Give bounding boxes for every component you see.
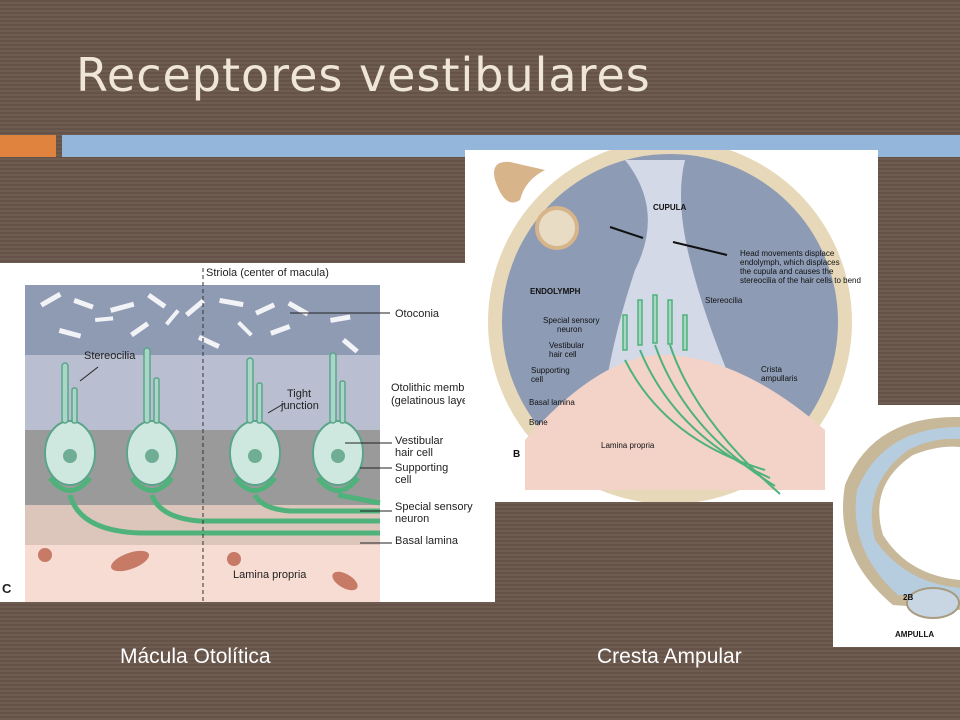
arrow-left — [609, 226, 644, 239]
label-basal-lamina: Basal lamina — [529, 398, 575, 407]
hair-cells — [44, 420, 364, 486]
sensory-neurons — [48, 476, 381, 536]
canal-tube — [494, 161, 545, 203]
label-ampullaris: ampullaris — [761, 374, 797, 383]
label-special-sensory: Special sensory — [395, 501, 473, 513]
label-endolymph: ENDOLYMPH — [530, 287, 581, 296]
label-head-movements-2: endolymph, which displaces — [740, 258, 840, 267]
label-hair-cell: hair cell — [395, 447, 433, 459]
label-otoconia: Otoconia — [395, 308, 440, 320]
label-stereocilia: Stereocilia — [705, 296, 743, 305]
arrow-right — [672, 241, 728, 256]
label-vestibular: Vestibular — [395, 435, 444, 447]
label-tight: Tight — [287, 388, 311, 400]
label-crista: Crista — [761, 365, 782, 374]
label-lamina-propria: Lamina propria — [601, 441, 655, 450]
label-hair-cell: hair cell — [549, 350, 577, 359]
label-vestibular: Vestibular — [549, 341, 584, 350]
label-gelatinous-layer: (gelatinous layer) — [391, 395, 475, 407]
caption-crista: Cresta Ampular — [597, 645, 742, 668]
blood-vessels — [38, 548, 358, 591]
accent-bar-orange — [0, 135, 56, 157]
macula-figure: Striola (center of macula) Otoconia Ster… — [0, 263, 495, 602]
label-cell: cell — [395, 474, 412, 486]
panel-letter-b: B — [513, 449, 520, 460]
leader-lines — [79, 312, 392, 544]
label-bone: Bone — [529, 418, 548, 427]
ampulla-illustration: 2B AMPULLA — [843, 416, 960, 639]
crista-illustration: CUPULA ENDOLYMPH Head movements displace… — [488, 150, 861, 502]
label-supporting: Supporting — [395, 462, 448, 474]
panel-letter-c: C — [2, 581, 12, 596]
macula-illustration: Striola (center of macula) Otoconia Ster… — [2, 267, 486, 602]
label-junction: junction — [280, 400, 319, 412]
label-special-sensory: Special sensory — [543, 316, 599, 325]
label-cell: cell — [531, 375, 543, 384]
label-striola: Striola (center of macula) — [206, 267, 329, 279]
slide-title: Receptores vestibulares — [76, 48, 651, 102]
otoconia-crystals — [40, 292, 359, 354]
label-otolithic-membrane: Otolithic membrane — [391, 382, 486, 394]
label-lamina-propria: Lamina propria — [233, 569, 307, 581]
label-2b: 2B — [903, 593, 913, 602]
label-cupula: CUPULA — [653, 203, 687, 212]
label-head-movements-4: stereocilia of the hair cells to bend — [740, 276, 861, 285]
caption-macula: Mácula Otolítica — [120, 645, 271, 668]
label-supporting: Supporting — [531, 366, 570, 375]
crista-figure: CUPULA ENDOLYMPH Head movements displace… — [465, 150, 878, 502]
stereocilia-bundles — [61, 347, 346, 424]
canal-cross-section — [535, 206, 579, 250]
label-stereocilia: Stereocilia — [84, 350, 136, 362]
label-ampulla: AMPULLA — [895, 630, 934, 639]
ampulla-figure: 2B AMPULLA — [833, 405, 960, 647]
label-head-movements-3: the cupula and causes the — [740, 267, 834, 276]
label-neuron: neuron — [557, 325, 582, 334]
label-basal-lamina: Basal lamina — [395, 535, 459, 547]
label-head-movements-1: Head movements displace — [740, 249, 835, 258]
canal-inner — [855, 427, 960, 600]
crista-stereocilia — [622, 294, 688, 351]
label-neuron: neuron — [395, 513, 429, 525]
ampulla-bulge — [906, 587, 960, 619]
crista-neurons — [624, 344, 781, 495]
